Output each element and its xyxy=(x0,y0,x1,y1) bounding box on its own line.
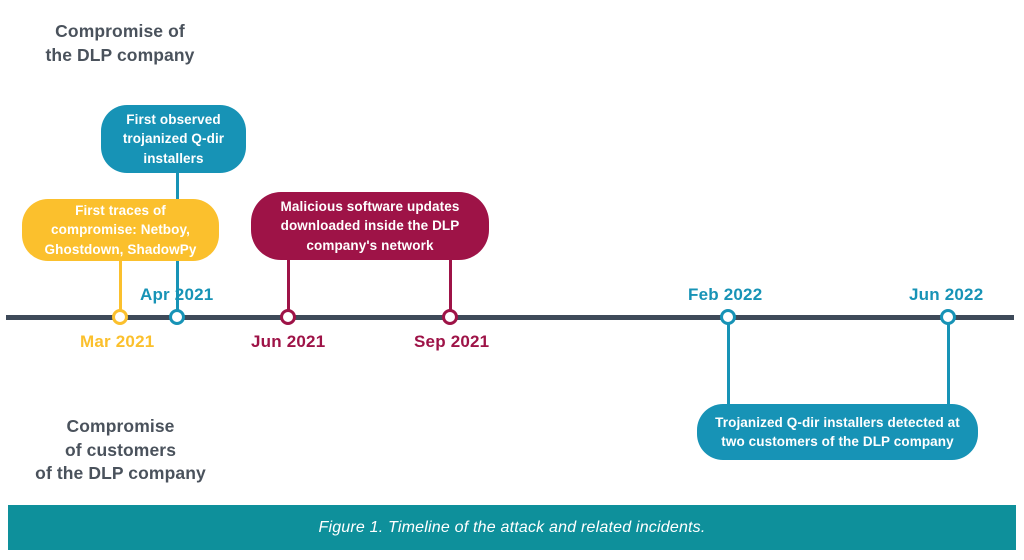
connector-stem-mar-2021 xyxy=(119,250,122,322)
axis-marker-feb-2022[interactable] xyxy=(720,309,736,325)
event-bubble-first-observed-trojanized[interactable]: First observed trojanized Q-dir installe… xyxy=(101,105,246,173)
connector-stem-jun-2021 xyxy=(287,250,290,322)
event-bubble-malicious-software-updates[interactable]: Malicious software updates downloaded in… xyxy=(251,192,489,260)
figure-caption-text: Figure 1. Timeline of the attack and rel… xyxy=(318,518,706,536)
axis-marker-jun-2021[interactable] xyxy=(280,309,296,325)
date-label-apr-2021: Apr 2021 xyxy=(140,285,214,304)
axis-marker-apr-2021[interactable] xyxy=(169,309,185,325)
section-heading-bottom: Compromise of customers of the DLP compa… xyxy=(35,416,206,484)
figure-caption-bar: Figure 1. Timeline of the attack and rel… xyxy=(8,505,1016,550)
connector-stem-feb-2022 xyxy=(727,316,730,416)
date-label-jun-2022: Jun 2022 xyxy=(909,285,984,304)
event-bubble-first-traces-compromise[interactable]: First traces of compromise: Netboy, Ghos… xyxy=(22,199,219,261)
axis-marker-mar-2021[interactable] xyxy=(112,309,128,325)
date-label-jun-2021: Jun 2021 xyxy=(251,332,326,351)
connector-stem-sep-2021 xyxy=(449,250,452,322)
event-bubble-trojanized-detected-customers[interactable]: Trojanized Q-dir installers detected at … xyxy=(697,404,978,460)
timeline-axis xyxy=(6,315,1014,320)
axis-marker-jun-2022[interactable] xyxy=(940,309,956,325)
date-label-sep-2021: Sep 2021 xyxy=(414,332,490,351)
connector-stem-jun-2022 xyxy=(947,316,950,416)
date-label-mar-2021: Mar 2021 xyxy=(80,332,155,351)
axis-marker-sep-2021[interactable] xyxy=(442,309,458,325)
date-label-feb-2022: Feb 2022 xyxy=(688,285,763,304)
section-heading-top: Compromise of the DLP company xyxy=(45,21,195,65)
